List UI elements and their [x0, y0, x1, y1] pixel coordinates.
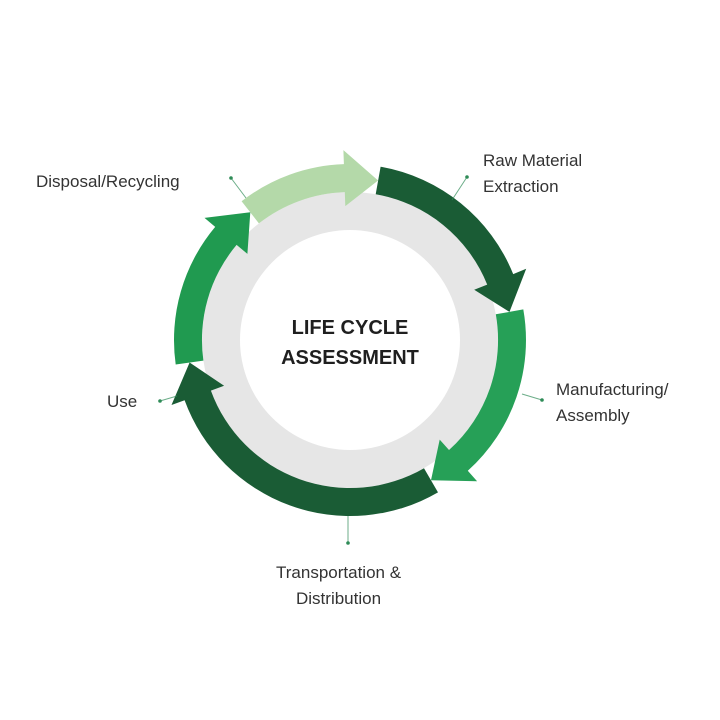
arrow-raw-material [375, 166, 527, 312]
leader-line-use [159, 395, 178, 402]
stage-label-manufacturing: Manufacturing/ Assembly [556, 380, 669, 425]
arrow-use [173, 212, 251, 365]
arrow-disposal [241, 150, 379, 224]
arrow-manufacturing [431, 309, 526, 482]
cycle-arrows [171, 150, 527, 516]
stage-label-transportation: Transportation & Distribution [276, 563, 402, 608]
leader-line-raw-material [451, 176, 468, 201]
leader-line-disposal [230, 177, 247, 199]
leader-dot-disposal [229, 176, 233, 180]
stage-label-raw-material: Raw Material Extraction [483, 151, 583, 196]
stage-label-disposal: Disposal/Recycling [36, 172, 180, 191]
center-disc [240, 230, 460, 450]
leader-dot-raw-material [465, 175, 469, 179]
leader-line-manufacturing [521, 393, 543, 401]
leader-dot-manufacturing [540, 398, 544, 402]
center-title-line-2: ASSESSMENT [281, 347, 419, 369]
center-title-line-1: LIFE CYCLE [291, 317, 409, 339]
center-title: LIFE CYCLE ASSESSMENT [250, 313, 450, 373]
leader-dot-transportation [346, 541, 350, 545]
arrow-transportation [171, 362, 438, 516]
leader-dot-use [158, 399, 162, 403]
stage-label-use: Use [107, 392, 138, 411]
leader-lines [158, 175, 544, 545]
